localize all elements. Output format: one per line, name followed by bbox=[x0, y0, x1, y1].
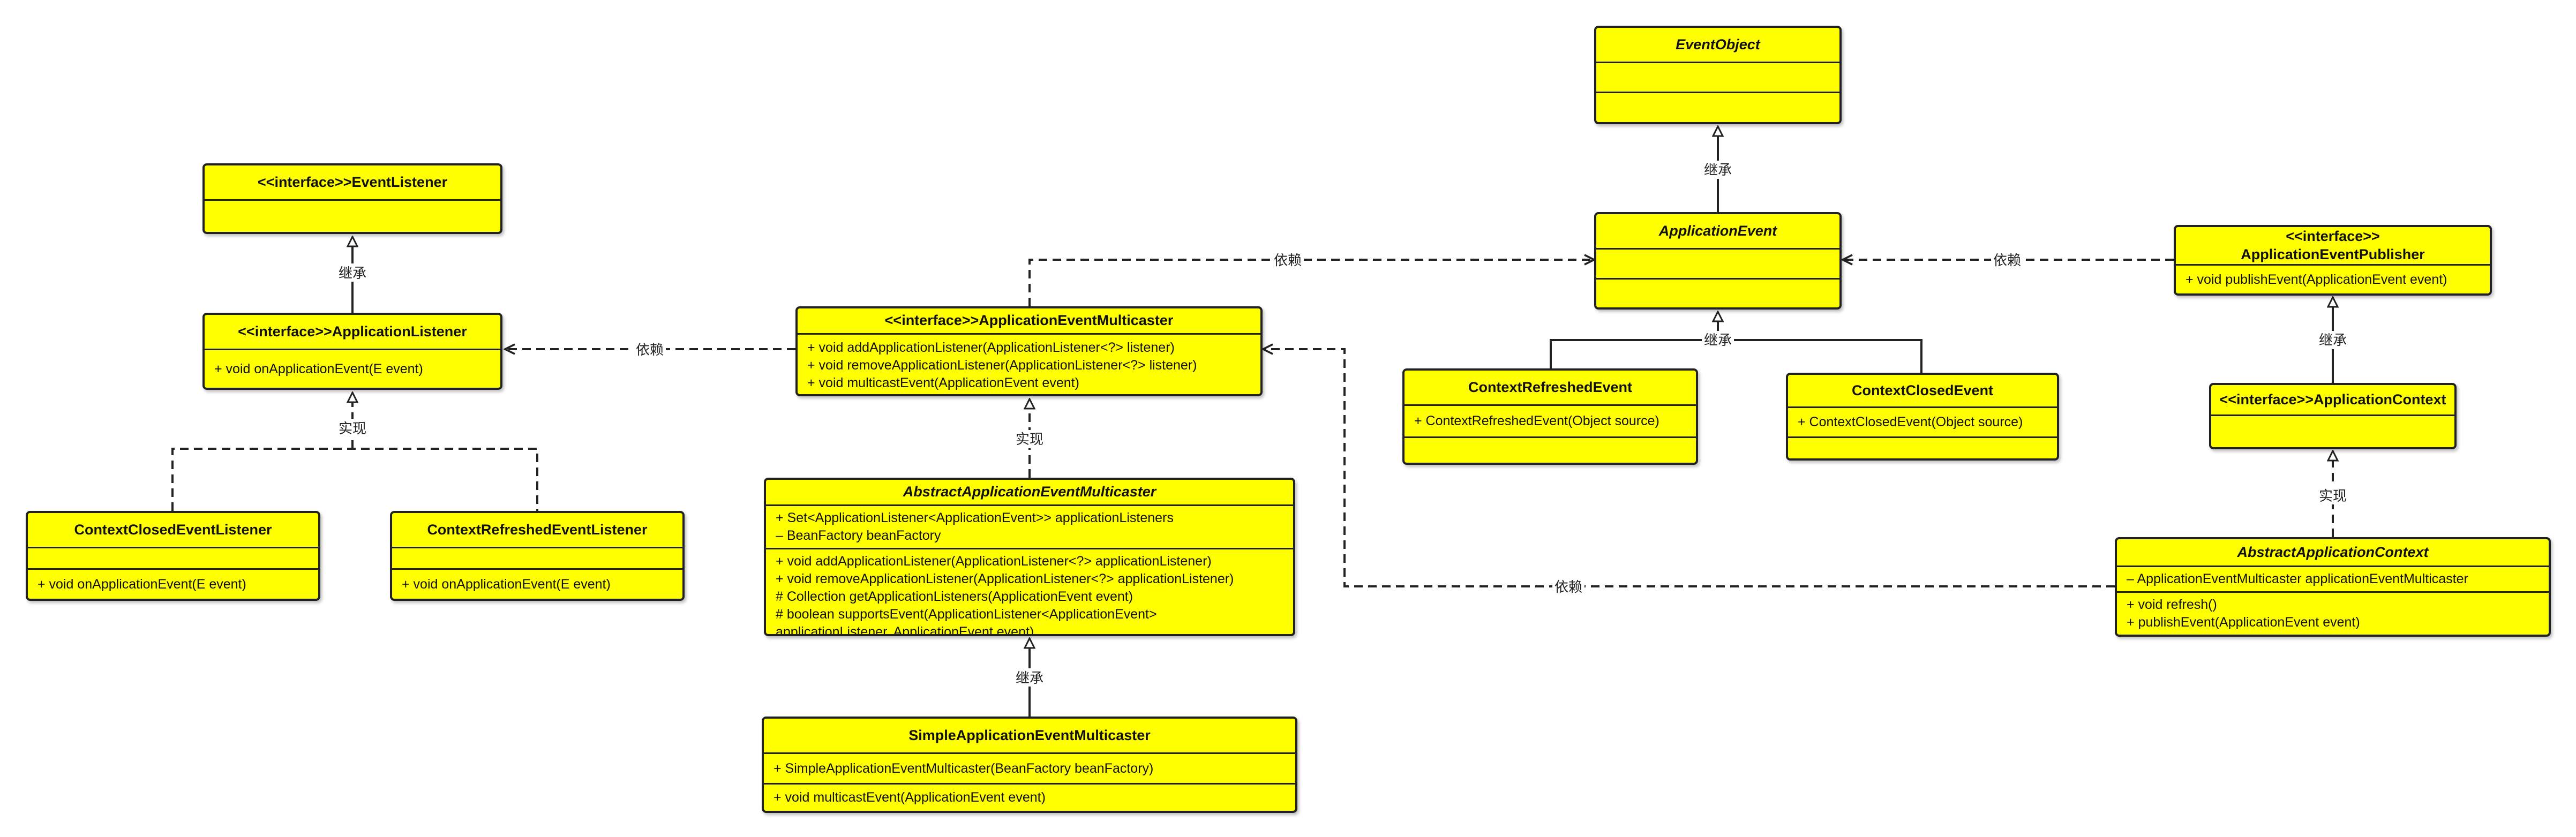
label-realize-3: 实现 bbox=[2319, 488, 2347, 504]
class-abstract-application-context[interactable]: AbstractApplicationContext – Application… bbox=[2115, 537, 2551, 637]
method: + ContextRefreshedEvent(Object source) bbox=[1414, 413, 1659, 428]
class-fields: – ApplicationEventMulticaster applicatio… bbox=[2117, 567, 2549, 593]
class-application-event-multicaster[interactable]: <<interface>>ApplicationEventMulticaster… bbox=[795, 306, 1263, 396]
class-event-listener[interactable]: <<interface>>EventListener bbox=[202, 163, 502, 234]
class-title: AbstractApplicationEventMulticaster bbox=[766, 480, 1293, 506]
label-depend-2: 依赖 bbox=[1274, 252, 1302, 268]
class-abstract-application-event-multicaster[interactable]: AbstractApplicationEventMulticaster + Se… bbox=[764, 478, 1295, 636]
constructor: + SimpleApplicationEventMulticaster(Bean… bbox=[773, 760, 1154, 776]
field: – BeanFactory beanFactory bbox=[776, 527, 941, 543]
stereotype: <<interface>> bbox=[2286, 228, 2380, 244]
class-context-closed-event-listener[interactable]: ContextClosedEventListener + void onAppl… bbox=[26, 511, 320, 601]
class-application-listener[interactable]: <<interface>>ApplicationListener + void … bbox=[202, 313, 502, 390]
class-fields bbox=[392, 548, 682, 570]
class-title: ContextClosedEventListener bbox=[28, 513, 318, 548]
label-inherit-2: 继承 bbox=[1016, 670, 1043, 686]
class-extra bbox=[1788, 438, 2057, 458]
label-inherit-3: 继承 bbox=[1704, 162, 1732, 178]
class-application-event[interactable]: ApplicationEvent bbox=[1594, 212, 1842, 310]
class-fields: + Set<ApplicationListener<ApplicationEve… bbox=[766, 506, 1293, 549]
method: + void onApplicationEvent(E event) bbox=[402, 576, 611, 592]
depend-multicaster-event bbox=[1028, 260, 1594, 306]
class-methods: + void refresh() + publishEvent(Applicat… bbox=[2117, 593, 2549, 635]
method: + void onApplicationEvent(E event) bbox=[37, 576, 246, 592]
class-constructors: + SimpleApplicationEventMulticaster(Bean… bbox=[764, 754, 1295, 785]
label-depend-3: 依赖 bbox=[1993, 252, 2021, 268]
class-title: ApplicationEvent bbox=[1596, 214, 1839, 250]
class-methods: + void onApplicationEvent(E event) bbox=[392, 570, 682, 599]
method: # Collection getApplicationListeners(App… bbox=[776, 589, 1133, 604]
class-title: AbstractApplicationContext bbox=[2117, 539, 2549, 567]
depend-context-multicaster bbox=[1263, 349, 2115, 587]
class-fields bbox=[1596, 63, 1839, 93]
class-body bbox=[2211, 416, 2454, 447]
class-event-object[interactable]: EventObject bbox=[1594, 26, 1842, 124]
method: # boolean supportsEvent(ApplicationListe… bbox=[776, 606, 1157, 636]
class-fields bbox=[28, 548, 318, 570]
class-title: EventObject bbox=[1596, 28, 1839, 63]
method: + void addApplicationListener(Applicatio… bbox=[807, 340, 1175, 355]
class-methods: + void addApplicationListener(Applicatio… bbox=[798, 335, 1260, 394]
class-title: ContextRefreshedEvent bbox=[1405, 371, 1696, 406]
class-title: <<interface>>ApplicationEventMulticaster bbox=[798, 308, 1260, 335]
label-inherit-1: 继承 bbox=[339, 265, 366, 281]
label-depend-1: 依赖 bbox=[636, 342, 664, 358]
class-title: SimpleApplicationEventMulticaster bbox=[764, 719, 1295, 754]
label-inherit-4: 继承 bbox=[1704, 332, 1732, 348]
class-methods: + ContextClosedEvent(Object source) bbox=[1788, 408, 2057, 438]
class-methods: + ContextRefreshedEvent(Object source) bbox=[1405, 406, 1696, 438]
class-title: <<interface>>EventListener bbox=[205, 165, 500, 201]
class-methods: + void addApplicationListener(Applicatio… bbox=[766, 549, 1293, 636]
class-name: ApplicationEventPublisher bbox=[2241, 246, 2425, 262]
label-realize-2: 实现 bbox=[1016, 431, 1043, 447]
class-title: <<interface>>ApplicationContext bbox=[2211, 385, 2454, 416]
class-methods bbox=[1596, 280, 1839, 307]
class-methods: + void onApplicationEvent(E event) bbox=[28, 570, 318, 599]
class-title: ContextRefreshedEventListener bbox=[392, 513, 682, 548]
class-methods: + void publishEvent(ApplicationEvent eve… bbox=[2176, 266, 2490, 293]
method: + ContextClosedEvent(Object source) bbox=[1798, 414, 2023, 429]
method: + void onApplicationEvent(E event) bbox=[214, 361, 423, 376]
method: + void addApplicationListener(Applicatio… bbox=[776, 553, 1212, 569]
class-methods bbox=[1596, 93, 1839, 122]
label-inherit-5: 继承 bbox=[2319, 332, 2347, 348]
class-context-refreshed-event-listener[interactable]: ContextRefreshedEventListener + void onA… bbox=[390, 511, 685, 601]
label-depend-4: 依赖 bbox=[1554, 579, 1582, 595]
method: + void multicastEvent(ApplicationEvent e… bbox=[773, 790, 1046, 805]
method: + void removeApplicationListener(Applica… bbox=[776, 571, 1234, 586]
label-realize-1: 实现 bbox=[339, 420, 366, 436]
method: + void removeApplicationListener(Applica… bbox=[807, 357, 1197, 373]
class-title: ContextClosedEvent bbox=[1788, 375, 2057, 408]
method: + void multicastEvent(ApplicationEvent e… bbox=[807, 375, 1079, 390]
method: + void publishEvent(ApplicationEvent eve… bbox=[2186, 272, 2447, 287]
class-simple-application-event-multicaster[interactable]: SimpleApplicationEventMulticaster + Simp… bbox=[762, 717, 1297, 813]
method: + void refresh() bbox=[2127, 597, 2217, 612]
class-context-closed-event[interactable]: ContextClosedEvent + ContextClosedEvent(… bbox=[1786, 373, 2059, 461]
class-fields bbox=[1596, 250, 1839, 280]
class-body bbox=[205, 201, 500, 232]
class-context-refreshed-event[interactable]: ContextRefreshedEvent + ContextRefreshed… bbox=[1402, 368, 1698, 465]
field: – ApplicationEventMulticaster applicatio… bbox=[2127, 571, 2468, 586]
class-methods: + void onApplicationEvent(E event) bbox=[205, 350, 500, 388]
class-title: <<interface>> ApplicationEventPublisher bbox=[2176, 227, 2490, 266]
class-extra bbox=[1405, 438, 1696, 463]
inherit-context-events bbox=[1550, 339, 1922, 373]
realize-closedlistener bbox=[171, 448, 538, 511]
field: + Set<ApplicationListener<ApplicationEve… bbox=[776, 510, 1174, 525]
class-methods: + void multicastEvent(ApplicationEvent e… bbox=[764, 785, 1295, 811]
class-title: <<interface>>ApplicationListener bbox=[205, 315, 500, 350]
class-application-context[interactable]: <<interface>>ApplicationContext bbox=[2209, 383, 2457, 449]
class-application-event-publisher[interactable]: <<interface>> ApplicationEventPublisher … bbox=[2174, 225, 2492, 296]
method: + publishEvent(ApplicationEvent event) bbox=[2127, 615, 2360, 630]
